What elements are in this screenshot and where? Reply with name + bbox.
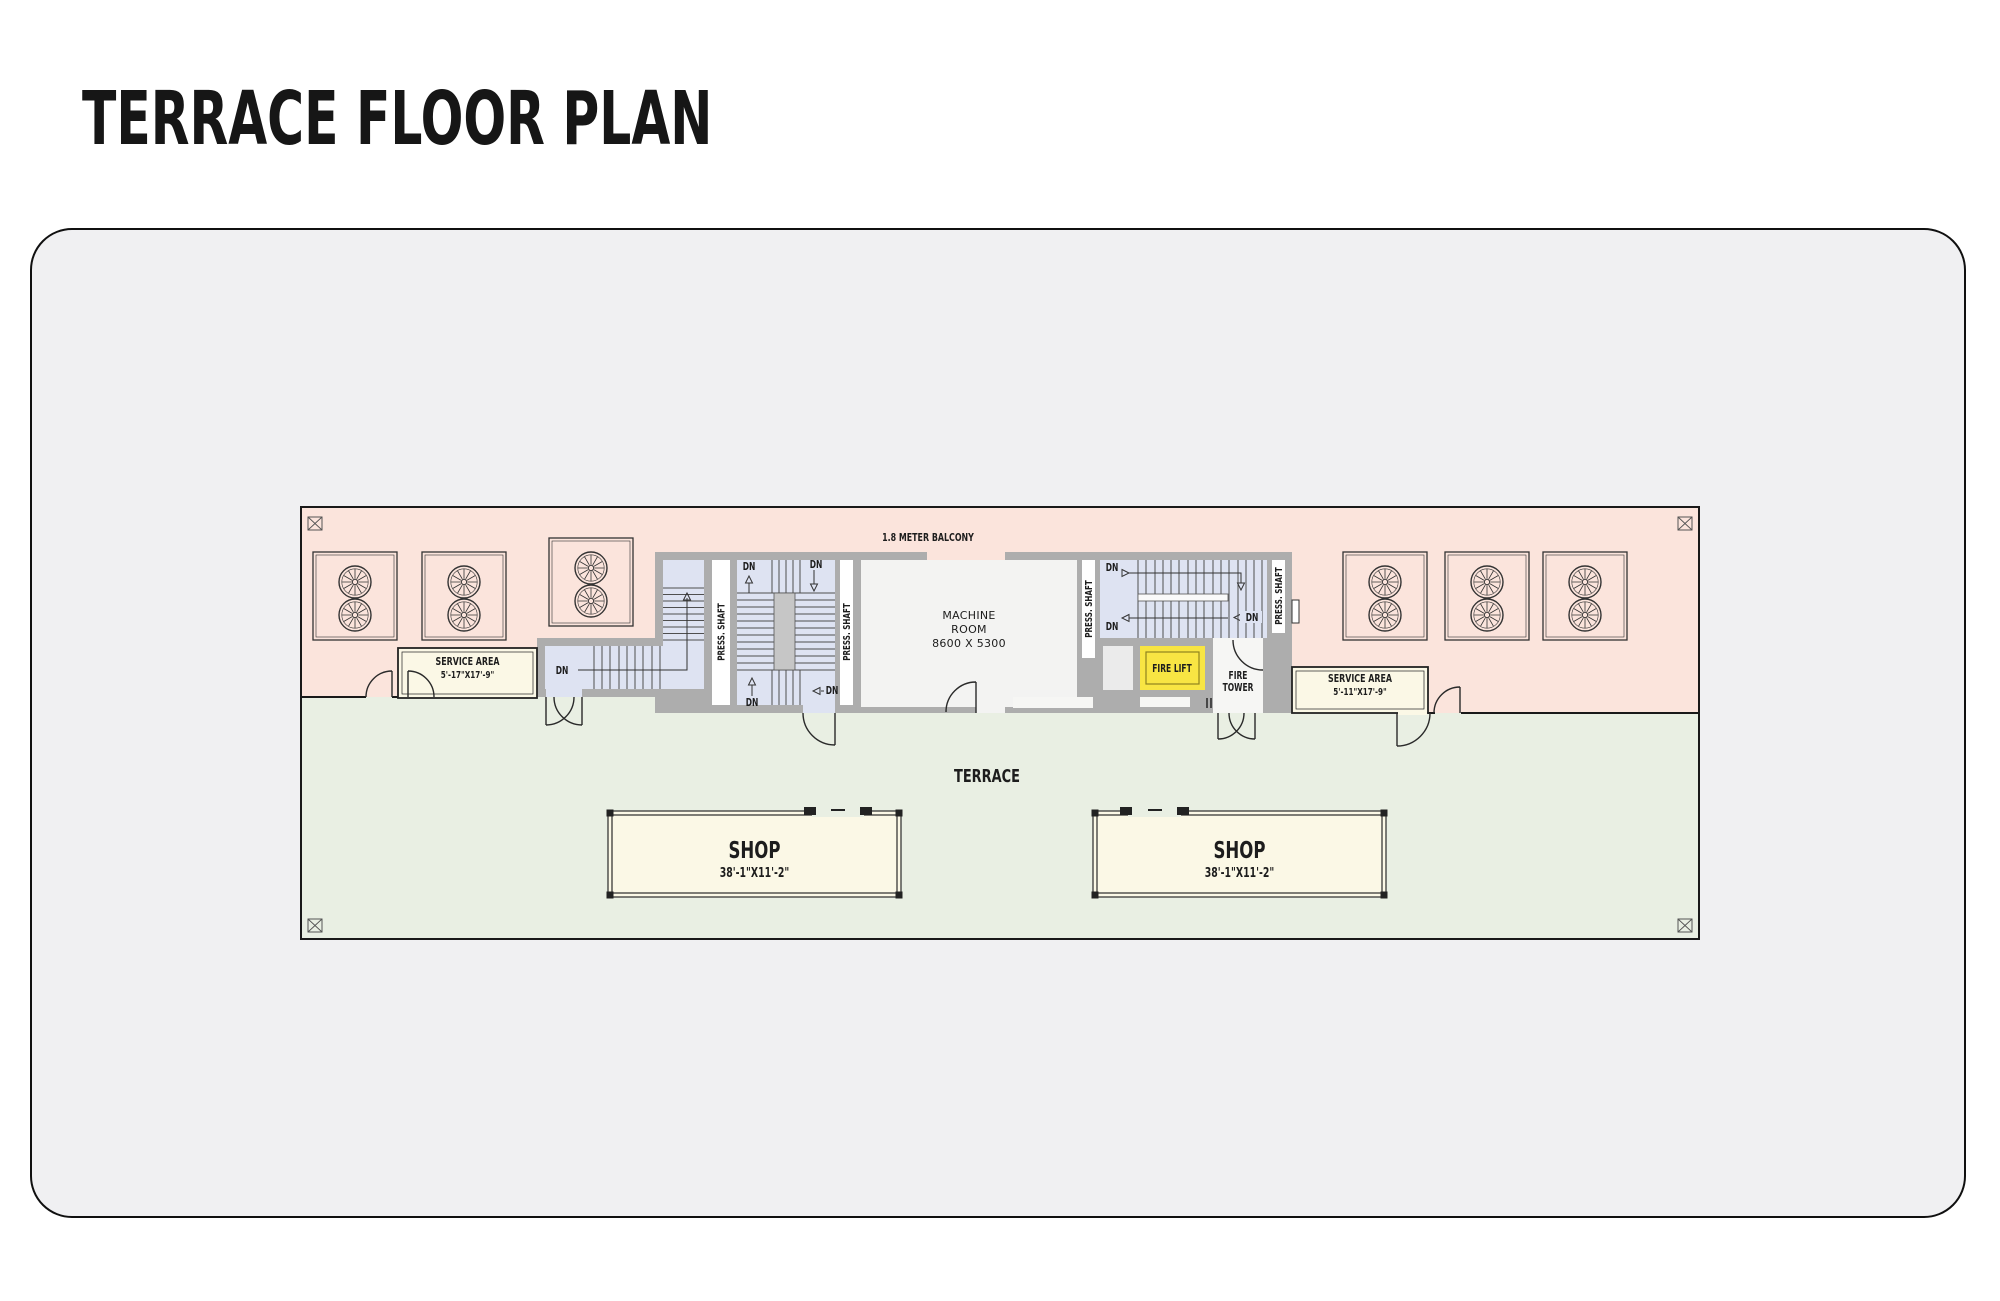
dn-label-2: DN xyxy=(743,562,756,573)
machine-room-line2: ROOM xyxy=(951,623,987,636)
press-shaft-label-1: PRESS. SHAFT xyxy=(716,603,727,661)
shop-right-name: SHOP xyxy=(1214,836,1266,864)
fire-lift-room xyxy=(1140,646,1205,690)
terrace-zone xyxy=(302,713,1698,938)
fire-lift-label: FIRE LIFT xyxy=(1152,664,1192,675)
press-shaft-label-4: PRESS. SHAFT xyxy=(1274,567,1285,625)
stair-landing-bar xyxy=(1137,593,1229,602)
page-title: TERRACE FLOOR PLAN xyxy=(82,76,713,162)
service-area-left: SERVICE AREA 5'-17"X17'-9" xyxy=(397,647,538,699)
machine-room-line3: 8600 X 5300 xyxy=(932,637,1006,650)
dn-label-4: DN xyxy=(746,698,759,709)
press-shafts xyxy=(712,560,1285,705)
terrace-label: TERRACE xyxy=(954,765,1020,787)
balcony-label: 1.8 METER BALCONY xyxy=(882,532,975,545)
shop-left-dims: 38'-1"X11'-2" xyxy=(720,864,789,880)
fire-lift-inner xyxy=(1145,651,1200,685)
service-area-right: SERVICE AREA 5'-11"X17'-9" xyxy=(1291,666,1429,715)
press-shaft-label-2: PRESS. SHAFT xyxy=(842,603,853,661)
door-jamb-mark xyxy=(1291,599,1300,624)
duct-room xyxy=(1103,646,1133,690)
machine-room-label: MACHINE ROOM 8600 X 5300 xyxy=(932,609,1006,650)
fire-tower-label-2: TOWER xyxy=(1223,683,1254,694)
dn-label-8: DN xyxy=(1246,613,1259,624)
dn-label-3: DN xyxy=(810,560,823,571)
service-area-left-dims: 5'-17"X17'-9" xyxy=(441,670,494,681)
dn-label-7: DN xyxy=(1106,622,1119,633)
shop-right: SHOP 38'-1"X11'-2" xyxy=(1091,807,1388,899)
machine-room-door-gap xyxy=(976,707,1005,713)
dn-label-8-bg xyxy=(1240,611,1262,623)
hinge-marks xyxy=(1206,698,1212,708)
shop-left: SHOP 38'-1"X11'-2" xyxy=(606,807,903,899)
dn-label-6: DN xyxy=(1106,563,1119,574)
stair-landing-mid xyxy=(773,592,796,671)
service-area-right-dims: 5'-11"X17'-9" xyxy=(1333,687,1386,698)
wall-slot-2 xyxy=(1140,697,1190,707)
press-shaft-label-3: PRESS. SHAFT xyxy=(1084,580,1095,638)
service-area-right-name: SERVICE AREA xyxy=(1328,673,1392,686)
zone-boundary-lines xyxy=(302,696,1698,714)
dn-label-1: DN xyxy=(556,666,569,677)
machine-room-line1: MACHINE xyxy=(942,609,995,622)
terrace-zone-left xyxy=(302,697,660,713)
dn-label-5: DN xyxy=(826,686,839,697)
service-area-left-name: SERVICE AREA xyxy=(435,656,499,669)
doors xyxy=(365,639,1461,747)
fire-tower-label-1: FIRE xyxy=(1229,671,1248,682)
plan-border xyxy=(300,506,1700,940)
shop-right-dims: 38'-1"X11'-2" xyxy=(1205,864,1274,880)
shop-left-name: SHOP xyxy=(729,836,781,864)
fire-tower-room xyxy=(1213,638,1263,713)
wall-slot-1 xyxy=(1013,697,1093,708)
floor-plan: SERVICE AREA 5'-17"X17'-9" SERVICE AREA … xyxy=(300,506,1700,940)
